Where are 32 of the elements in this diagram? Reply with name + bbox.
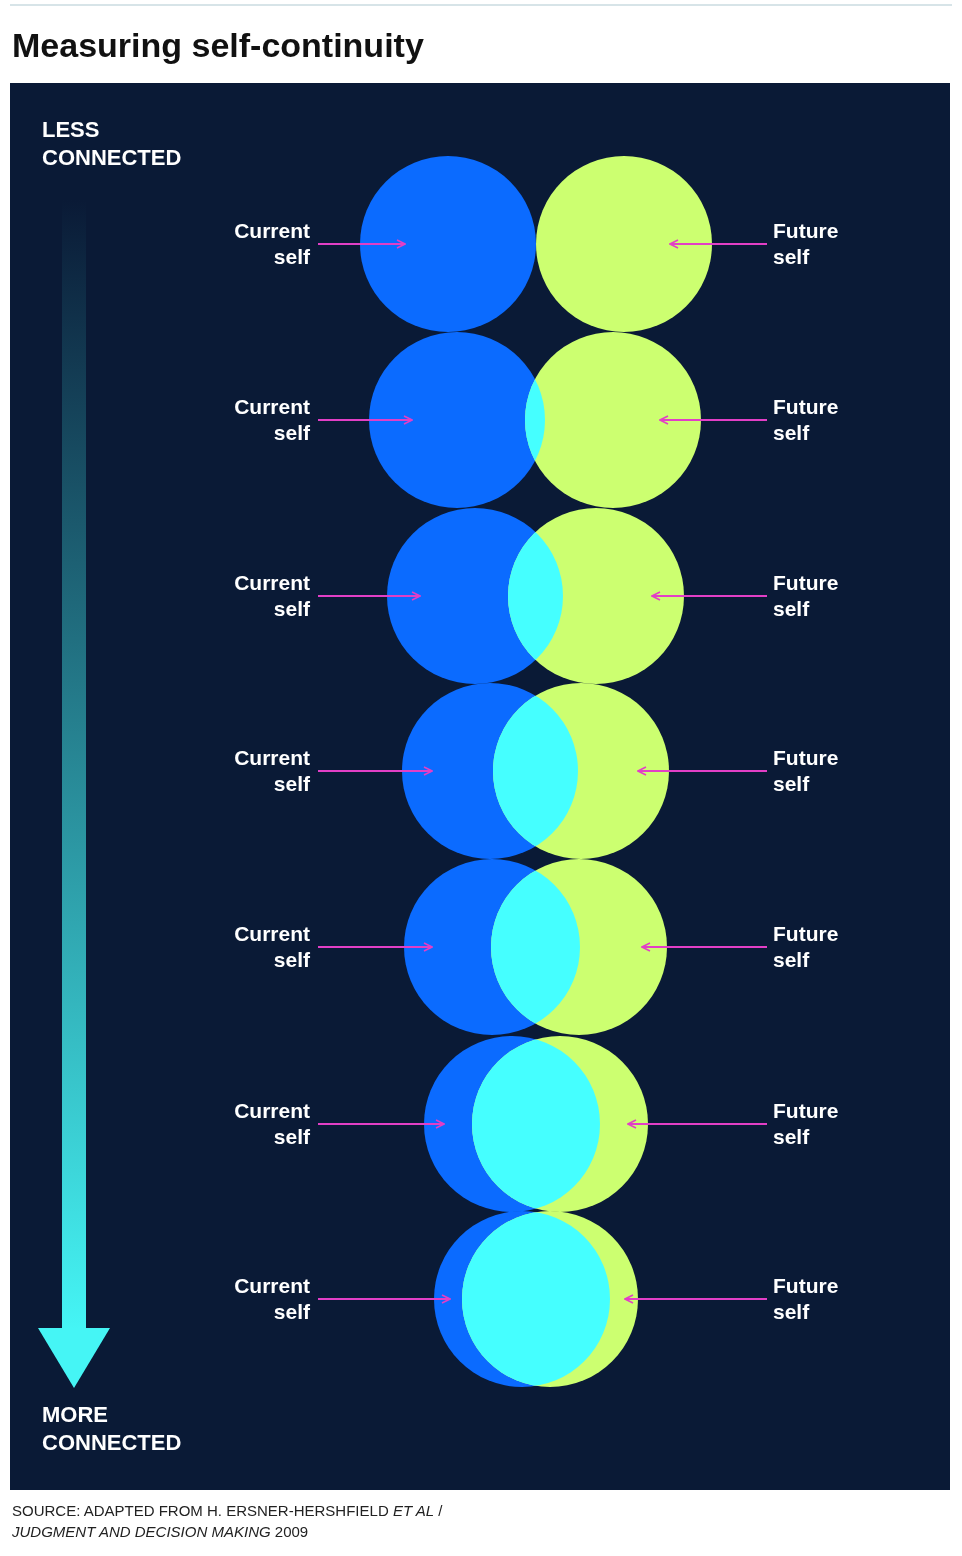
arrow xyxy=(317,239,406,249)
source-note: SOURCE: ADAPTED FROM H. ERSNER-HERSHFIELD ET AL / JUDGMENT AND DECISION MAKING 2009 xyxy=(12,1501,444,1542)
arrow xyxy=(627,1119,768,1129)
axis-label: LESS CONNECTED xyxy=(42,116,183,172)
self-label: Future self xyxy=(773,218,840,270)
arrow xyxy=(651,591,768,601)
axis-label: MORE CONNECTED xyxy=(42,1401,183,1457)
self-label: Future self xyxy=(773,570,840,622)
arrow xyxy=(317,1294,451,1304)
arrow xyxy=(317,1119,445,1129)
arrow xyxy=(624,1294,768,1304)
arrow xyxy=(637,766,768,776)
self-label: Current self xyxy=(233,394,310,446)
self-label: Current self xyxy=(233,1098,310,1150)
self-label: Current self xyxy=(233,921,310,973)
arrow xyxy=(669,239,768,249)
self-label: Current self xyxy=(233,1273,310,1325)
self-label: Future self xyxy=(773,394,840,446)
title: Measuring self-continuity xyxy=(12,25,424,66)
arrow xyxy=(317,942,433,952)
self-label: Current self xyxy=(233,745,310,797)
self-label: Future self xyxy=(773,1098,840,1150)
self-label: Future self xyxy=(773,1273,840,1325)
arrow xyxy=(659,415,768,425)
arrow xyxy=(641,942,768,952)
arrow xyxy=(317,591,421,601)
self-label: Future self xyxy=(773,745,840,797)
self-label: Current self xyxy=(233,218,310,270)
arrow xyxy=(317,415,413,425)
arrow xyxy=(317,766,433,776)
self-label: Future self xyxy=(773,921,840,973)
self-label: Current self xyxy=(233,570,310,622)
